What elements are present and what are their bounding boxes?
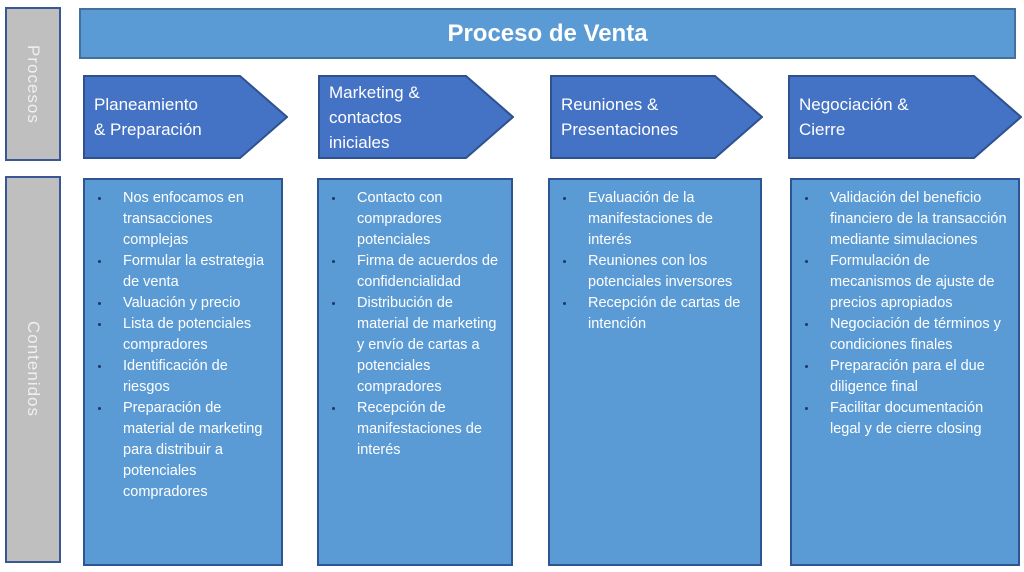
bullet-item: Formulación de mecanismos de ajuste de p… (802, 251, 1012, 314)
stage-content-box-reuniones: Evaluación de la manifestaciones de inte… (548, 178, 762, 566)
bullet-item: Preparación para el due diligence final (802, 356, 1012, 398)
bullet-item: Identificación de riesgos (95, 356, 275, 398)
stage-arrow-negociacion: Negociación & Cierre (788, 75, 1022, 159)
bullet-item: Facilitar documentación legal y de cierr… (802, 398, 1012, 440)
stage-arrow-label: Planeamiento & Preparación (94, 95, 202, 139)
bullet-item: Recepción de cartas de intención (560, 293, 754, 335)
bullet-item: Formular la estrategia de venta (95, 251, 275, 293)
stage-content-box-planeamiento: Nos enfocamos en transacciones complejas… (83, 178, 283, 566)
stage-bullet-list: Validación del beneficio financiero de l… (792, 180, 1018, 440)
bullet-item: Evaluación de la manifestaciones de inte… (560, 188, 754, 251)
procesos-sidebar-label: Procesos (24, 44, 43, 124)
stage-bullet-list: Evaluación de la manifestaciones de inte… (550, 180, 760, 335)
bullet-item: Firma de acuerdos de confidencialidad (329, 251, 505, 293)
bullet-item: Recepción de manifestaciones de interés (329, 398, 505, 461)
arrow-chevron-shape (318, 75, 514, 159)
bullet-item: Contacto con compradores potenciales (329, 188, 505, 251)
stage-arrow-planeamiento: Planeamiento & Preparación (83, 75, 288, 159)
procesos-sidebar: Procesos (5, 7, 61, 161)
stage-arrow-reuniones: Reuniones & Presentaciones (550, 75, 763, 159)
bullet-item: Valuación y precio (95, 293, 275, 314)
bullet-item: Nos enfocamos en transacciones complejas (95, 188, 275, 251)
bullet-item: Lista de potenciales compradores (95, 314, 275, 356)
page-title: Proceso de Venta (447, 19, 648, 47)
stage-bullet-list: Nos enfocamos en transacciones complejas… (85, 180, 281, 503)
arrow-chevron-shape (550, 75, 763, 159)
bullet-item: Validación del beneficio financiero de l… (802, 188, 1012, 251)
stage-content-box-negociacion: Validación del beneficio financiero de l… (790, 178, 1020, 566)
bullet-item: Distribución de material de marketing y … (329, 293, 505, 398)
stage-arrow-label: Marketing & contactos iniciales (329, 82, 420, 152)
bullet-item: Negociación de términos y condiciones fi… (802, 314, 1012, 356)
stage-arrow-label: Reuniones & Presentaciones (561, 95, 679, 139)
arrow-chevron-shape (788, 75, 1022, 159)
contenidos-sidebar-label: Contenidos (24, 321, 43, 418)
arrow-chevron-shape (83, 75, 288, 159)
bullet-item: Preparación de material de marketing par… (95, 398, 275, 503)
stage-arrow-marketing: Marketing & contactos iniciales (318, 75, 514, 159)
process-title-banner: Proceso de Venta (79, 8, 1016, 59)
contenidos-sidebar: Contenidos (5, 176, 61, 563)
stage-arrow-label: Negociación & Cierre (799, 95, 909, 139)
bullet-item: Reuniones con los potenciales inversores (560, 251, 754, 293)
